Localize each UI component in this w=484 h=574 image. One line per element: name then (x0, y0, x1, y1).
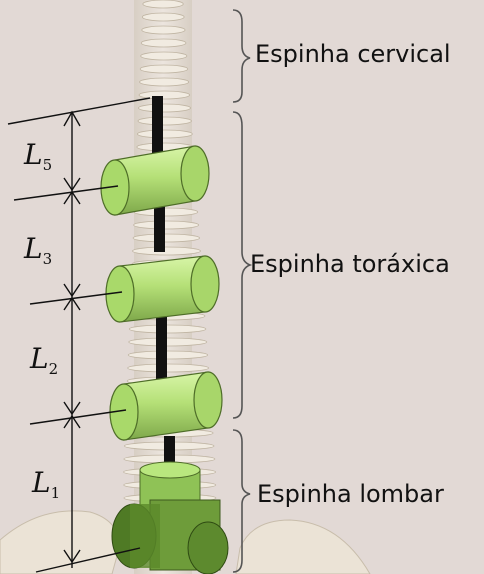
vertebra-shape (129, 338, 207, 346)
vertebra-shape (128, 351, 207, 359)
lumbar-cylinder-cluster (112, 462, 228, 574)
vertebra-shape (128, 364, 209, 372)
vertebra-shape (143, 0, 183, 8)
brace-thoracic (233, 112, 250, 418)
vertebra-shape (142, 26, 185, 34)
region-braces (233, 10, 250, 572)
vertebra-shape (129, 325, 206, 333)
vertebra-shape (140, 78, 189, 86)
rod-segment-5 (152, 96, 163, 158)
vertebra-shape (137, 130, 192, 138)
vertebra-shape (133, 247, 201, 255)
vertebra-shape (133, 234, 199, 242)
vertebra-shape (141, 52, 187, 60)
vertebra-shape (139, 104, 191, 112)
segment-label-L5: L5 (24, 138, 52, 174)
vertebra-shape (142, 13, 184, 21)
vertebra-shape (134, 221, 199, 229)
pelvis-left-bone (0, 511, 120, 574)
joint-cylinder-3 (110, 372, 222, 440)
vertebra-shape (140, 65, 188, 73)
joint-cylinder-2 (106, 256, 219, 322)
joint-cylinder-1 (101, 146, 209, 215)
segment-label-L1: L1 (32, 466, 60, 502)
vertebra-shape (138, 117, 191, 125)
segment-label-L3: L3 (24, 232, 52, 268)
region-label-cervical: Espinha cervical (255, 40, 451, 68)
brace-cervical (233, 10, 250, 102)
region-label-lumbar: Espinha lombar (257, 480, 444, 508)
pelvis-right-bone (236, 520, 370, 574)
vertebra-shape (139, 91, 190, 99)
segment-label-L2: L2 (30, 342, 58, 378)
region-label-thoracic: Espinha toráxica (250, 250, 450, 278)
vertebra-shape (141, 39, 186, 47)
